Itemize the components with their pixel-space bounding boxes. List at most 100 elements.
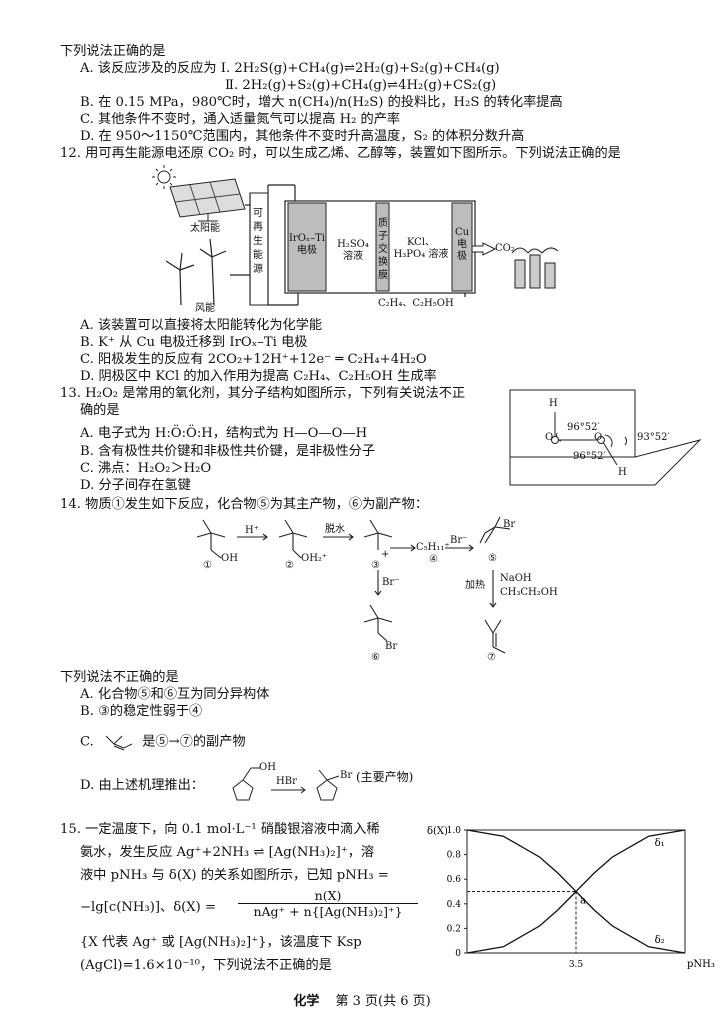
q15-line-1: 15. 一定温度下，向 0.1 mol·L⁻¹ 硝酸银溶液中滴入稀: [60, 822, 380, 837]
q13-stem-cont: 确的是: [80, 403, 120, 418]
y-tick-label: 0: [455, 949, 461, 959]
q11-stem: 下列说法正确的是: [60, 44, 166, 59]
compound-4-label: ④: [429, 554, 438, 565]
compound-7-label: ⑦: [487, 652, 496, 663]
q15-line-4: −lg[c(NH₃)]、δ(X) =: [80, 900, 217, 915]
heat-label: 加热: [465, 580, 485, 591]
q13-option-c: C. 沸点：H₂O₂＞H₂O: [80, 461, 212, 476]
h2o2-h-top: H: [549, 398, 558, 409]
fraction-numerator: n(X): [314, 888, 342, 903]
d-oh-label: OH: [259, 762, 276, 773]
d-reaction-svg: [232, 767, 340, 801]
solar-panel-icon: [169, 178, 246, 222]
h2o2-o-left: O: [545, 432, 554, 443]
subject-label: 化学: [293, 994, 320, 1009]
angle-label-1: 96°52′: [567, 422, 600, 433]
naoh-label: NaOH: [500, 573, 532, 584]
br-label-5: Br: [503, 519, 516, 530]
angle-label-2: 96°52′: [573, 451, 606, 462]
q14-option-c: C. 是⑤→⑦的副产物: [80, 732, 246, 752]
y-tick-label: 1.0: [447, 826, 462, 836]
compound-3-label: ③: [371, 560, 380, 571]
products-label: C₂H₄、C₂H₅OH: [378, 298, 454, 309]
y-tick-label: 0.2: [447, 924, 461, 934]
wind-label: 风能: [195, 303, 215, 314]
q12-apparatus-svg: [152, 165, 559, 306]
q14-option-d: D. 由上述机理推出：: [80, 778, 204, 793]
h2o2-o-right: O: [594, 432, 603, 443]
sun-icon: [152, 165, 176, 189]
series-label-2: δ₂: [655, 935, 665, 946]
delta-pnh3-chart: 0 0.2 0.4 0.6 0.8 1.0δ(X) pNH₃ 3.5 δ₁ δ₂ a: [427, 826, 715, 970]
h-plus-label: H⁺: [245, 525, 259, 536]
q11-option-d: D. 在 950～1150℃范围内，其他条件不变时升高温度，S₂ 的体积分数升高: [80, 129, 525, 144]
q14-d-reaction: OH HBr Br (主要产物): [213, 762, 463, 802]
mechanism-svg: [196, 516, 511, 654]
q14-option-b: B. ③的稳定性弱于④: [80, 704, 203, 719]
q12-stem: 12. 用可再生能源电还原 CO₂ 时，可以生成乙烯、乙醇等，装置如下图所示。下…: [60, 146, 621, 161]
c5h11-label: C₅H₁₁⁺: [416, 542, 450, 553]
h2o2-h-bottom: H: [618, 467, 627, 478]
major-product-label: (主要产物): [356, 770, 414, 784]
carbocation-plus: +: [381, 549, 390, 560]
y-axis-label: δ(X): [427, 826, 448, 837]
q13-option-b: B. 含有极性共价键和非极性共价键，是非极性分子: [80, 444, 376, 459]
br-minus-label: Br⁻: [450, 535, 468, 546]
q11-option-a: A. 该反应涉及的反应为 Ⅰ. 2H₂S(g)+CH₄(g)⇌2H₂(g)+S₂…: [80, 61, 500, 76]
oh-label: OH: [221, 553, 238, 564]
ethanol-label: CH₃CH₂OH: [500, 587, 558, 598]
wind-turbine-icon: [165, 238, 227, 306]
kcl-label: KCl、H₃PO₄ 溶液: [393, 237, 449, 260]
series-label-1: δ₁: [655, 838, 665, 849]
q11-option-a-cont: Ⅱ. 2H₂(g)+S₂(g)+CH₄(g)⇌4H₂(g)+CS₂(g): [225, 78, 497, 93]
renewable-label: 可再生能源: [253, 208, 263, 275]
proton-exchange-membrane: [375, 202, 390, 292]
fraction-denominator: nAg⁺ + n{[Ag(NH₃)₂]⁺}: [238, 903, 418, 919]
compound-2-label: ②: [285, 560, 294, 571]
q11-option-b: B. 在 0.15 MPa，980℃时，增大 n(CH₄)/n(H₂S) 的投料…: [80, 95, 563, 110]
q11-option-c: C. 其他条件不变时，通入适量氮气可以提高 H₂ 的产率: [80, 112, 401, 127]
page-number: 第 3 页(共 6 页): [335, 994, 431, 1009]
angle-label-3: 93°52′: [637, 432, 670, 443]
page-footer: 化学 第 3 页(共 6 页): [0, 990, 724, 1009]
q15-line-3: 液中 pNH₃ 与 δ(X) 的关系如图所示，已知 pNH₃ =: [80, 868, 389, 883]
br-label-6: Br: [385, 641, 398, 652]
series-line-2: [466, 829, 686, 954]
pem-label: 质子交换膜: [378, 218, 388, 281]
q14-option-a: A. 化合物⑤和⑥互为同分异构体: [80, 687, 270, 702]
y-tick-label: 0.4: [447, 900, 462, 910]
br-minus-label-down: Br⁻: [382, 577, 400, 588]
q15-line-2: 氨水，发生反应 Ag⁺+2NH₃ ⇌ [Ag(NH₃)₂]⁺，溶: [80, 845, 375, 860]
oh2-label: OH₂⁺: [301, 553, 328, 564]
q12-option-c: C. 阳极发生的反应有 2CO₂+12H⁺+12e⁻ ═ C₂H₄+4H₂O: [80, 352, 427, 367]
q14-question: 下列说法不正确的是: [60, 670, 179, 685]
h2o2-structure-figure: H O O H 96°52′ 96°52′ 93°52′: [505, 385, 705, 495]
q14-stem: 14. 物质①发生如下反应，化合物⑤为其主产物，⑥为副产物：: [60, 497, 429, 512]
factory-icon: [511, 247, 559, 289]
h2o2-structure-svg: [509, 389, 702, 486]
q12-option-a: A. 该装置可以直接将太阳能转化为化学能: [80, 318, 323, 333]
solar-label: 太阳能: [190, 223, 220, 234]
x-tick-label: 3.5: [569, 960, 584, 970]
point-a-label: a: [580, 896, 586, 907]
dehydration-label: 脱水: [325, 524, 345, 535]
q13-option-d: D. 分子间存在氢键: [80, 478, 191, 493]
y-tick-label: 0.6: [447, 875, 462, 885]
hbr-label: HBr: [276, 776, 297, 787]
y-tick-label: 0.8: [447, 851, 462, 861]
q15-line-6: (AgCl)=1.6×10⁻¹⁰，下列说法不正确的是: [80, 958, 332, 973]
co2-label: CO₂: [495, 243, 515, 254]
q15-line-5: {X 代表 Ag⁺ 或 [Ag(NH₃)₂]⁺}，该温度下 Ksp: [80, 935, 362, 950]
q12-option-b: B. K⁺ 从 Cu 电极迁移到 IrOₓ–Ti 电极: [80, 335, 308, 350]
x-axis-label: pNH₃: [687, 959, 715, 970]
q13-option-a: A. 电子式为 H:Ö:Ö:H，结构式为 H—O—O—H: [80, 426, 368, 441]
q14-mechanism-figure: ① OH H⁺ ② OH₂⁺ 脱水 + ③ C₅H₁₁⁺ ④ Br⁻ Br ⑤ …: [175, 515, 595, 665]
compound-6-label: ⑥: [371, 652, 380, 663]
compound-5-label: ⑤: [488, 553, 497, 564]
q12-option-d: D. 阴极区中 KCl 的加入作用为提高 C₂H₄、C₂H₅OH 生成率: [80, 369, 437, 384]
